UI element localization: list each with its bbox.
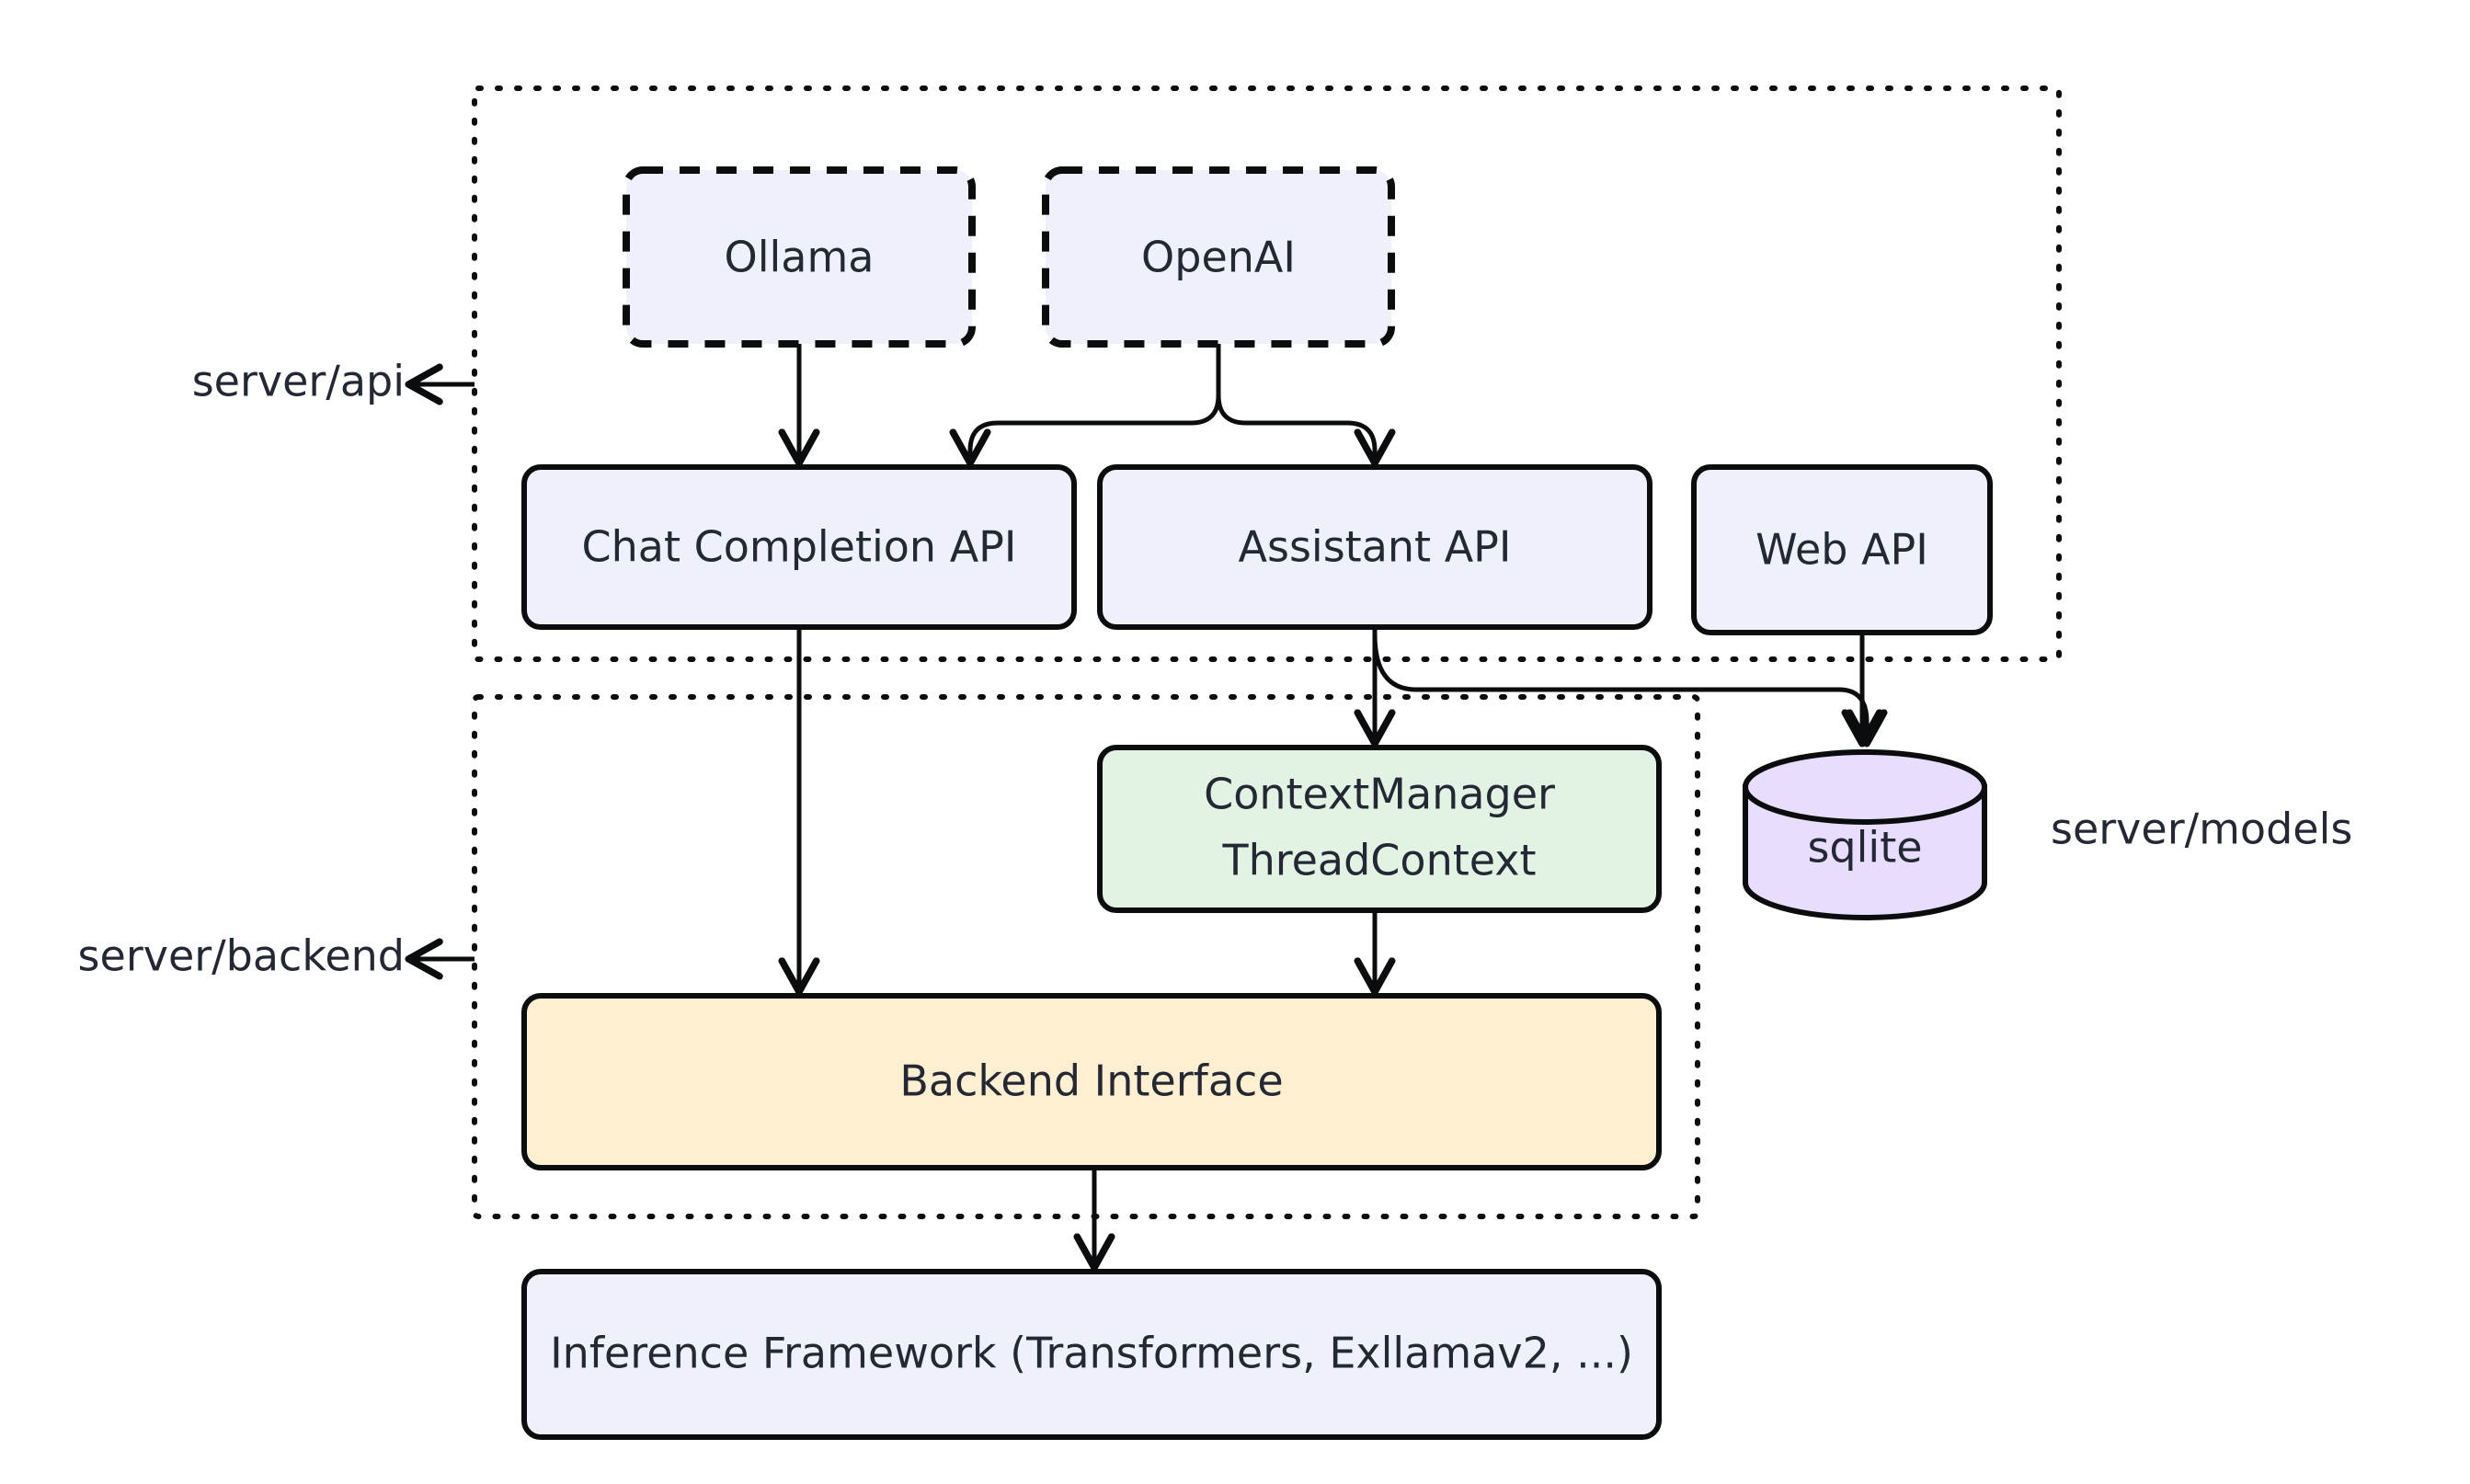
node-web-api-shape[interactable]	[1691, 464, 1993, 635]
node-sqlite[interactable]: sqlite	[1743, 749, 1987, 920]
node-web-api-label: Web API	[1755, 525, 1928, 575]
node-assistant-api-shape[interactable]	[1097, 464, 1652, 630]
edge-assistant-api-to-sqlite	[1372, 634, 1888, 748]
node-openai-shape[interactable]	[1042, 166, 1395, 348]
node-context-manager-shape[interactable]	[1097, 745, 1662, 913]
group-label-server-backend: server/backend	[78, 931, 475, 981]
edge-openai-to-assistant-api	[1216, 344, 1396, 467]
node-ollama-shape[interactable]	[623, 166, 976, 348]
node-chat-completion-api[interactable]: Chat Completion API	[521, 464, 1077, 630]
node-web-api[interactable]: Web API	[1691, 464, 1993, 635]
node-inference-framework[interactable]: Inference Framework (Transformers, Exlla…	[521, 1269, 1662, 1440]
node-backend-interface[interactable]: Backend Interface	[521, 993, 1662, 1170]
node-context-manager-label-line1: ContextManager	[1204, 770, 1555, 819]
node-assistant-api-label: Assistant API	[1239, 522, 1512, 572]
node-sqlite-top-ellipse	[1743, 749, 1987, 825]
node-chat-completion-api-label: Chat Completion API	[582, 522, 1017, 572]
node-ollama[interactable]: Ollama	[623, 166, 976, 348]
node-inference-framework-shape[interactable]	[521, 1269, 1662, 1440]
node-openai[interactable]: OpenAI	[1042, 166, 1395, 348]
node-inference-framework-label: Inference Framework (Transformers, Exlla…	[550, 1329, 1633, 1378]
group-label-server-backend-text: server/backend	[78, 931, 405, 981]
node-backend-interface-shape[interactable]	[521, 993, 1662, 1170]
node-assistant-api[interactable]: Assistant API	[1097, 464, 1652, 630]
node-context-manager-label-line2: ThreadContext	[1221, 836, 1536, 885]
node-sqlite-label: sqlite	[1807, 823, 1922, 873]
node-context-manager[interactable]: ContextManager ThreadContext	[1097, 745, 1662, 913]
node-backend-interface-label: Backend Interface	[899, 1056, 1283, 1106]
group-label-server-models-text: server/models	[2051, 805, 2352, 854]
group-label-server-api-text: server/api	[192, 357, 405, 406]
edge-openai-to-chat-completion-api	[949, 344, 1221, 467]
group-container-server-api	[472, 86, 2062, 662]
node-chat-completion-api-shape[interactable]	[521, 464, 1077, 630]
group-label-server-api: server/api	[192, 357, 475, 406]
node-openai-label: OpenAI	[1141, 233, 1296, 282]
node-ollama-label: Ollama	[725, 233, 875, 282]
